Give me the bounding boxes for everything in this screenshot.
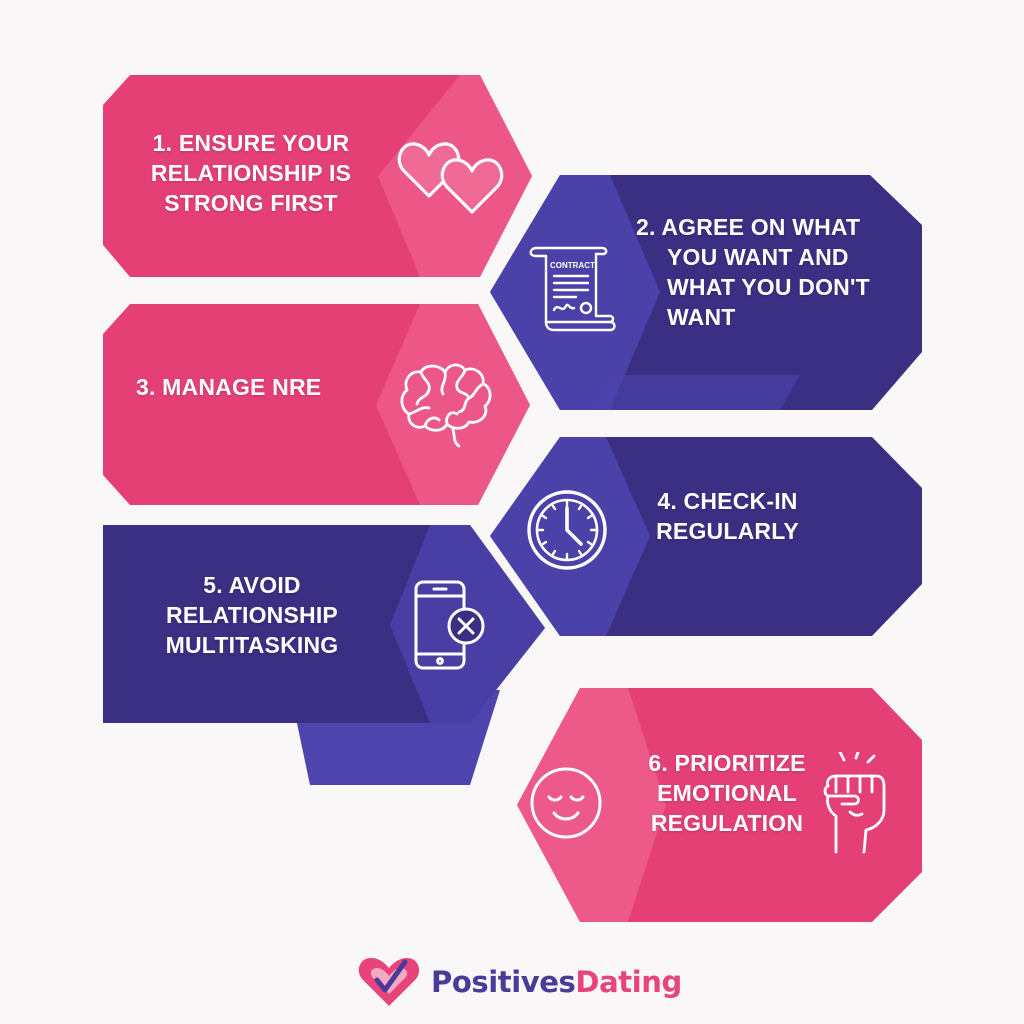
step-2-label: 2. AGREE ON WHAT YOU WANT AND WHAT YOU D… (636, 212, 870, 332)
step-label-line: 6. PRIORITIZE (648, 750, 806, 776)
clock-icon (527, 490, 607, 570)
step-4-banner (490, 437, 922, 636)
step-label-line: STRONG FIRST (164, 190, 338, 216)
brain-icon (400, 363, 492, 448)
calm-face-icon (530, 767, 602, 839)
step-label-line: YOU WANT AND (667, 244, 849, 270)
step-label-line: REGULARLY (656, 518, 799, 544)
two-hearts-icon (397, 142, 504, 214)
step-6-label: 6. PRIORITIZE EMOTIONAL REGULATION (638, 748, 816, 838)
heart-check-icon (358, 958, 420, 1006)
step-label-line: RELATIONSHIP IS (150, 160, 352, 186)
raised-fist-icon (823, 752, 886, 854)
contract-scroll-icon-text: CONTRACT (550, 261, 595, 270)
step-3-banner (103, 304, 530, 505)
step-label-line: 1. ENSURE YOUR (152, 130, 350, 156)
step-5-label: 5. AVOID RELATIONSHIP MULTITASKING (150, 570, 354, 660)
step-1-label: 1. ENSURE YOUR RELATIONSHIP IS STRONG FI… (135, 128, 367, 218)
step-3-label: 3. MANAGE NRE (136, 372, 321, 402)
step-label-line: WANT (667, 304, 736, 330)
step-label-line: REGULATION (650, 810, 804, 836)
brand-logo-text: PositivesDating (431, 965, 682, 999)
step-4-label: 4. CHECK-IN REGULARLY (645, 486, 810, 546)
step-label-line: 2. AGREE ON WHAT (636, 214, 861, 240)
step-label-line: RELATIONSHIP (166, 602, 338, 628)
step-label-line: 3. MANAGE NRE (136, 374, 322, 400)
step-label-line: 4. CHECK-IN (657, 488, 798, 514)
step-2-banner (490, 175, 922, 410)
step-label-line: 5. AVOID (203, 572, 301, 598)
step-label-line: EMOTIONAL (657, 780, 797, 806)
contract-scroll-icon: CONTRACT (529, 246, 616, 332)
step-label-line: MULTITASKING (165, 632, 339, 658)
brand-logo-part2: Dating (575, 965, 682, 999)
step-6-banner (517, 688, 922, 922)
phone-cancel-icon (414, 580, 485, 670)
brand-logo[interactable]: PositivesDating (355, 952, 682, 1012)
brand-logo-part1: Positives (431, 965, 576, 999)
step-label-line: WHAT YOU DON'T (667, 274, 870, 300)
